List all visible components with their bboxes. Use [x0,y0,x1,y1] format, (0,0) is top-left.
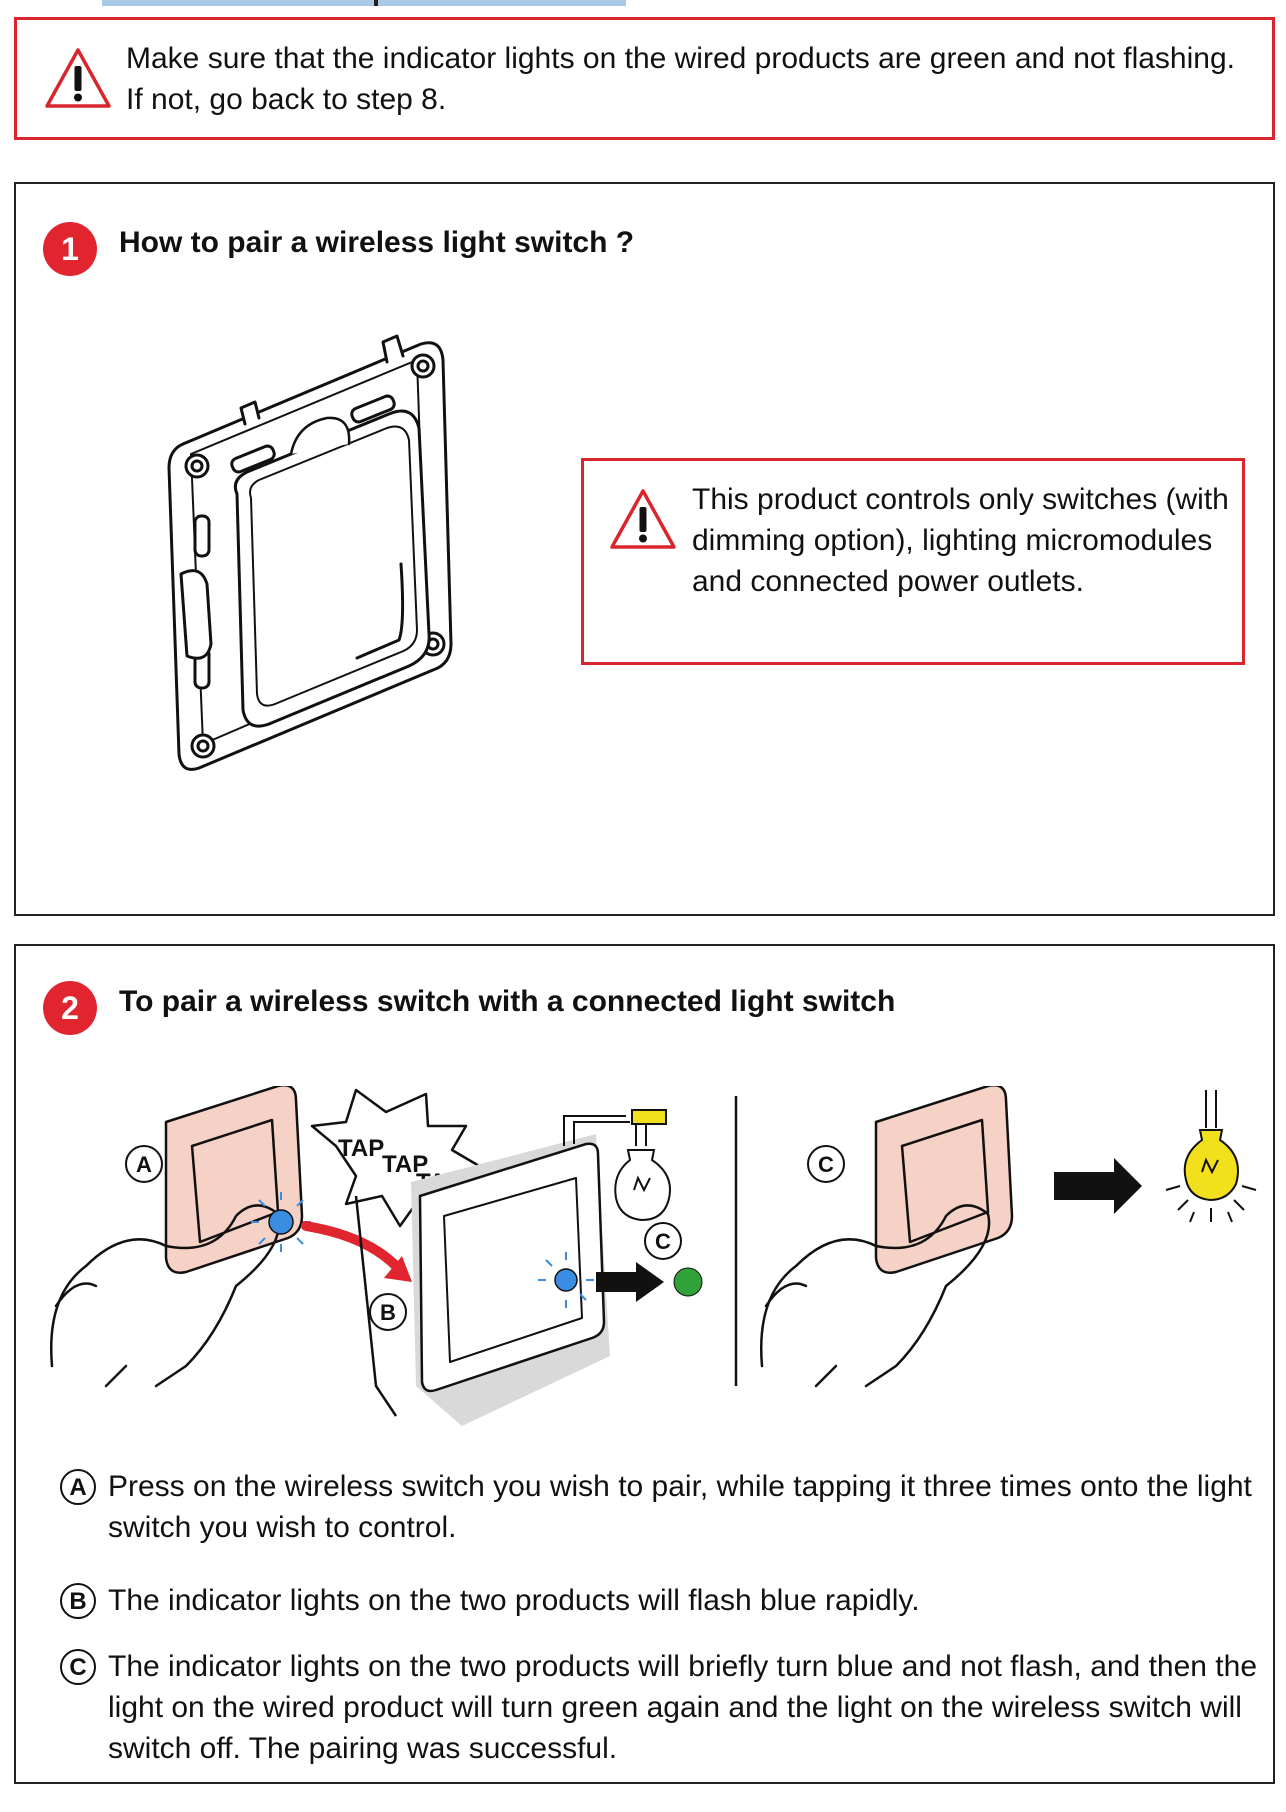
instruction-c: C The indicator lights on the two produc… [60,1646,1260,1769]
callout-c-left [644,1222,682,1260]
step2-badge: 2 [43,981,97,1035]
instruction-a: A Press on the wireless switch you wish … [60,1466,1260,1548]
light-bulb-icon [1165,1090,1257,1223]
instruction-b-text: The indicator lights on the two products… [108,1584,920,1617]
step1-panel: 1 How to pair a wireless light switch ? [14,182,1275,916]
warning-triangle-icon [45,48,111,108]
arrow-right-icon [596,1262,664,1302]
top-warning-box: Make sure that the indicator lights on t… [14,17,1275,140]
step1-warning-text: This product controls only switches (wit… [692,483,1229,598]
top-header-divider [374,0,378,6]
tap-label-1: TAP [338,1135,384,1162]
wired-light-switch [354,1134,610,1426]
hand-with-wireless-switch-c [760,1086,1014,1388]
wireless-switch-illustration [167,334,453,771]
step2-title: To pair a wireless switch with a connect… [119,985,896,1018]
callout-a-label: A [136,1152,152,1177]
instruction-a-text: Press on the wireless switch you wish to… [108,1470,1252,1544]
callout-a [125,1145,163,1183]
step1-title: How to pair a wireless light switch ? [119,226,635,259]
tap-label-2: TAP [382,1151,428,1178]
top-warning-text: Make sure that the indicator lights on t… [126,42,1235,116]
hand-with-wireless-switch-a [50,1086,304,1388]
red-tap-arrow-icon [301,1221,401,1271]
top-header-bar [102,0,626,6]
instruction-b: B The indicator lights on the two produc… [60,1580,1260,1621]
instruction-mark-c: C [60,1649,96,1685]
wired-bulb [563,1109,671,1222]
green-indicator-light-icon [673,1267,703,1297]
callout-b-label: B [380,1300,396,1325]
instruction-c-text: The indicator lights on the two products… [108,1650,1258,1765]
step2-panel: 2 To pair a wireless switch with a conne… [14,944,1275,1784]
step1-badge: 1 [43,222,97,276]
instruction-mark-b: B [60,1583,96,1619]
instruction-mark-a: A [60,1469,96,1505]
step1-warning-box: This product controls only switches (wit… [581,458,1245,665]
blue-indicator-light-icon [251,1192,311,1252]
callout-b [369,1293,407,1331]
arrow-right-icon [1054,1158,1142,1214]
blue-indicator-light-icon [538,1252,594,1308]
callout-c-right-label: C [818,1152,834,1177]
warning-triangle-icon [610,489,676,549]
callout-c-right [807,1145,845,1183]
callout-c-left-label: C [655,1229,671,1254]
pairing-illustration: TAP TAP TAP [50,1086,1257,1426]
